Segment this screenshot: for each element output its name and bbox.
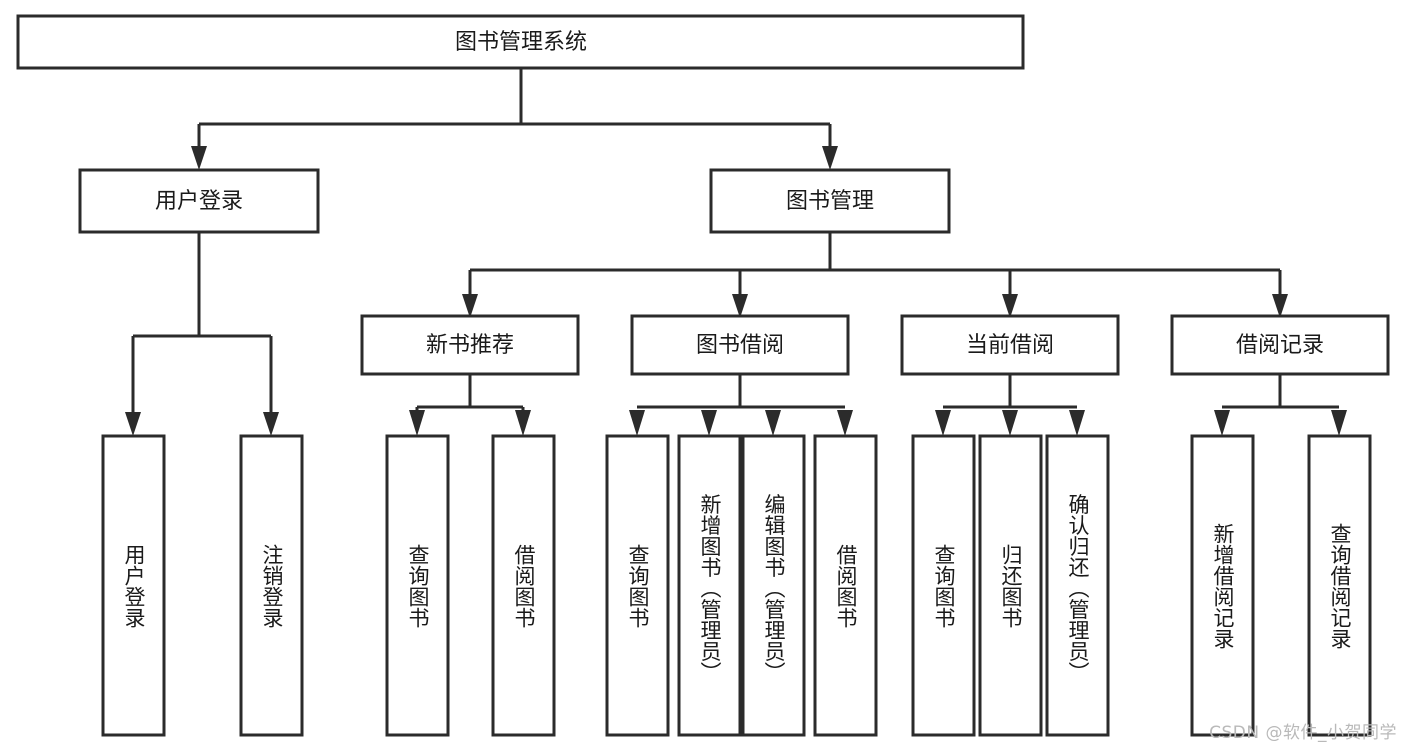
node-new-book-recommend[interactable]: 新书推荐 [360, 314, 580, 376]
node-book-borrow[interactable]: 图书借阅 [630, 314, 850, 376]
leaf-user-login-1-box[interactable] [101, 434, 166, 737]
leaf-user-login-1[interactable]: 用户登录 [101, 434, 166, 737]
arrow-records-leaf-2-icon [1331, 410, 1347, 436]
arrow-bookmgmt-child-4-icon [1272, 294, 1288, 318]
leaf-user-login-1-label: 用户登录 [122, 544, 146, 628]
node-new-book-recommend-box[interactable] [360, 314, 580, 376]
leaf-book-borrow-3-box[interactable] [741, 434, 806, 737]
connector-group-borrow [629, 374, 853, 436]
leaf-book-borrow-4-label: 借阅图书 [834, 544, 858, 628]
leaf-current-borrow-1[interactable]: 查询图书 [911, 434, 976, 737]
leaf-borrow-records-1-label: 新增借阅记录 [1211, 523, 1235, 649]
arrow-root-to-userlogin-icon [191, 146, 207, 170]
leaf-current-borrow-2-label: 归还图书 [999, 544, 1023, 628]
node-root[interactable]: 图书管理系统 [16, 14, 1025, 70]
leaf-new-book-1-box[interactable] [385, 434, 450, 737]
leaf-user-login-2-box[interactable] [239, 434, 304, 737]
leaf-current-borrow-1-box[interactable] [911, 434, 976, 737]
leaf-book-borrow-1-box[interactable] [605, 434, 670, 737]
connector-group-bookmgmt [462, 232, 1288, 318]
arrow-current-leaf-1-icon [935, 410, 951, 436]
arrow-borrow-leaf-4-icon [837, 410, 853, 436]
arrow-newbook-leaf-1-icon [409, 410, 425, 436]
node-borrow-records[interactable]: 借阅记录 [1170, 314, 1390, 376]
arrow-root-to-bookmgmt-icon [822, 146, 838, 170]
leaf-book-borrow-2-box[interactable] [677, 434, 742, 737]
leaf-current-borrow-3[interactable]: 确认归还（管理员） [1045, 434, 1110, 737]
leaf-new-book-2[interactable]: 借阅图书 [491, 434, 556, 737]
node-current-borrow[interactable]: 当前借阅 [900, 314, 1120, 376]
connector-group-current [935, 374, 1085, 436]
arrow-borrow-leaf-3-icon [765, 410, 781, 436]
node-user-login[interactable]: 用户登录 [78, 168, 320, 234]
leaf-book-borrow-4[interactable]: 借阅图书 [813, 434, 878, 737]
node-book-management[interactable]: 图书管理 [709, 168, 951, 234]
node-borrow-records-label: 借阅记录 [1236, 333, 1324, 358]
leaf-new-book-2-label: 借阅图书 [512, 544, 536, 628]
arrow-borrow-leaf-2-icon [701, 410, 717, 436]
leaf-borrow-records-1[interactable]: 新增借阅记录 [1190, 434, 1255, 737]
connector-group-records [1214, 374, 1347, 436]
leaf-borrow-records-2[interactable]: 查询借阅记录 [1307, 434, 1372, 737]
node-user-login-box[interactable] [78, 168, 320, 234]
leaf-current-borrow-3-box[interactable] [1045, 434, 1110, 737]
leaf-book-borrow-2[interactable]: 新增图书（管理员） [677, 434, 742, 737]
arrow-userlogin-leaf-1-icon [125, 412, 141, 436]
connector-group-newbook [409, 374, 531, 436]
leaf-borrow-records-1-box[interactable] [1190, 434, 1255, 737]
watermark: CSDN @软件_小贺同学 [1209, 723, 1397, 743]
leaf-current-borrow-2-box[interactable] [978, 434, 1043, 737]
leaf-new-book-2-box[interactable] [491, 434, 556, 737]
leaf-book-borrow-4-box[interactable] [813, 434, 878, 737]
leaf-book-borrow-2-label: 新增图书（管理员） [698, 494, 722, 683]
leaf-user-login-2[interactable]: 注销登录 [239, 434, 304, 737]
arrow-current-leaf-2-icon [1002, 410, 1018, 436]
leaf-current-borrow-3-label: 确认归还（管理员） [1066, 494, 1090, 683]
leaf-new-book-1[interactable]: 查询图书 [385, 434, 450, 737]
arrow-borrow-leaf-1-icon [629, 410, 645, 436]
leaf-book-borrow-1-label: 查询图书 [626, 544, 650, 628]
arrow-newbook-leaf-2-icon [515, 410, 531, 436]
leaf-current-borrow-1-label: 查询图书 [932, 544, 956, 628]
node-current-borrow-box[interactable] [900, 314, 1120, 376]
node-new-book-recommend-label: 新书推荐 [426, 333, 514, 358]
node-book-management-box[interactable] [709, 168, 951, 234]
arrow-bookmgmt-child-3-icon [1002, 294, 1018, 318]
arrow-bookmgmt-child-1-icon [462, 294, 478, 318]
leaf-book-borrow-1[interactable]: 查询图书 [605, 434, 670, 737]
arrow-current-leaf-3-icon [1069, 410, 1085, 436]
connector-group-root [191, 68, 838, 170]
connector-group-userlogin [125, 232, 279, 436]
node-borrow-records-box[interactable] [1170, 314, 1390, 376]
leaf-user-login-2-label: 注销登录 [260, 544, 284, 628]
leaf-borrow-records-2-box[interactable] [1307, 434, 1372, 737]
leaf-book-borrow-3-label: 编辑图书（管理员） [762, 494, 786, 683]
node-user-login-label: 用户登录 [155, 189, 243, 214]
leaf-new-book-1-label: 查询图书 [406, 544, 430, 628]
node-book-borrow-box[interactable] [630, 314, 850, 376]
arrow-records-leaf-1-icon [1214, 410, 1230, 436]
node-current-borrow-label: 当前借阅 [966, 333, 1054, 358]
node-root-label: 图书管理系统 [455, 30, 587, 55]
node-book-borrow-label: 图书借阅 [696, 333, 784, 358]
node-book-management-label: 图书管理 [786, 189, 874, 214]
arrow-bookmgmt-child-2-icon [732, 294, 748, 318]
leaf-book-borrow-3[interactable]: 编辑图书（管理员） [741, 434, 806, 737]
node-root-box[interactable] [16, 14, 1025, 70]
leaf-current-borrow-2[interactable]: 归还图书 [978, 434, 1043, 737]
arrow-userlogin-leaf-2-icon [263, 412, 279, 436]
leaf-borrow-records-2-label: 查询借阅记录 [1328, 523, 1352, 649]
